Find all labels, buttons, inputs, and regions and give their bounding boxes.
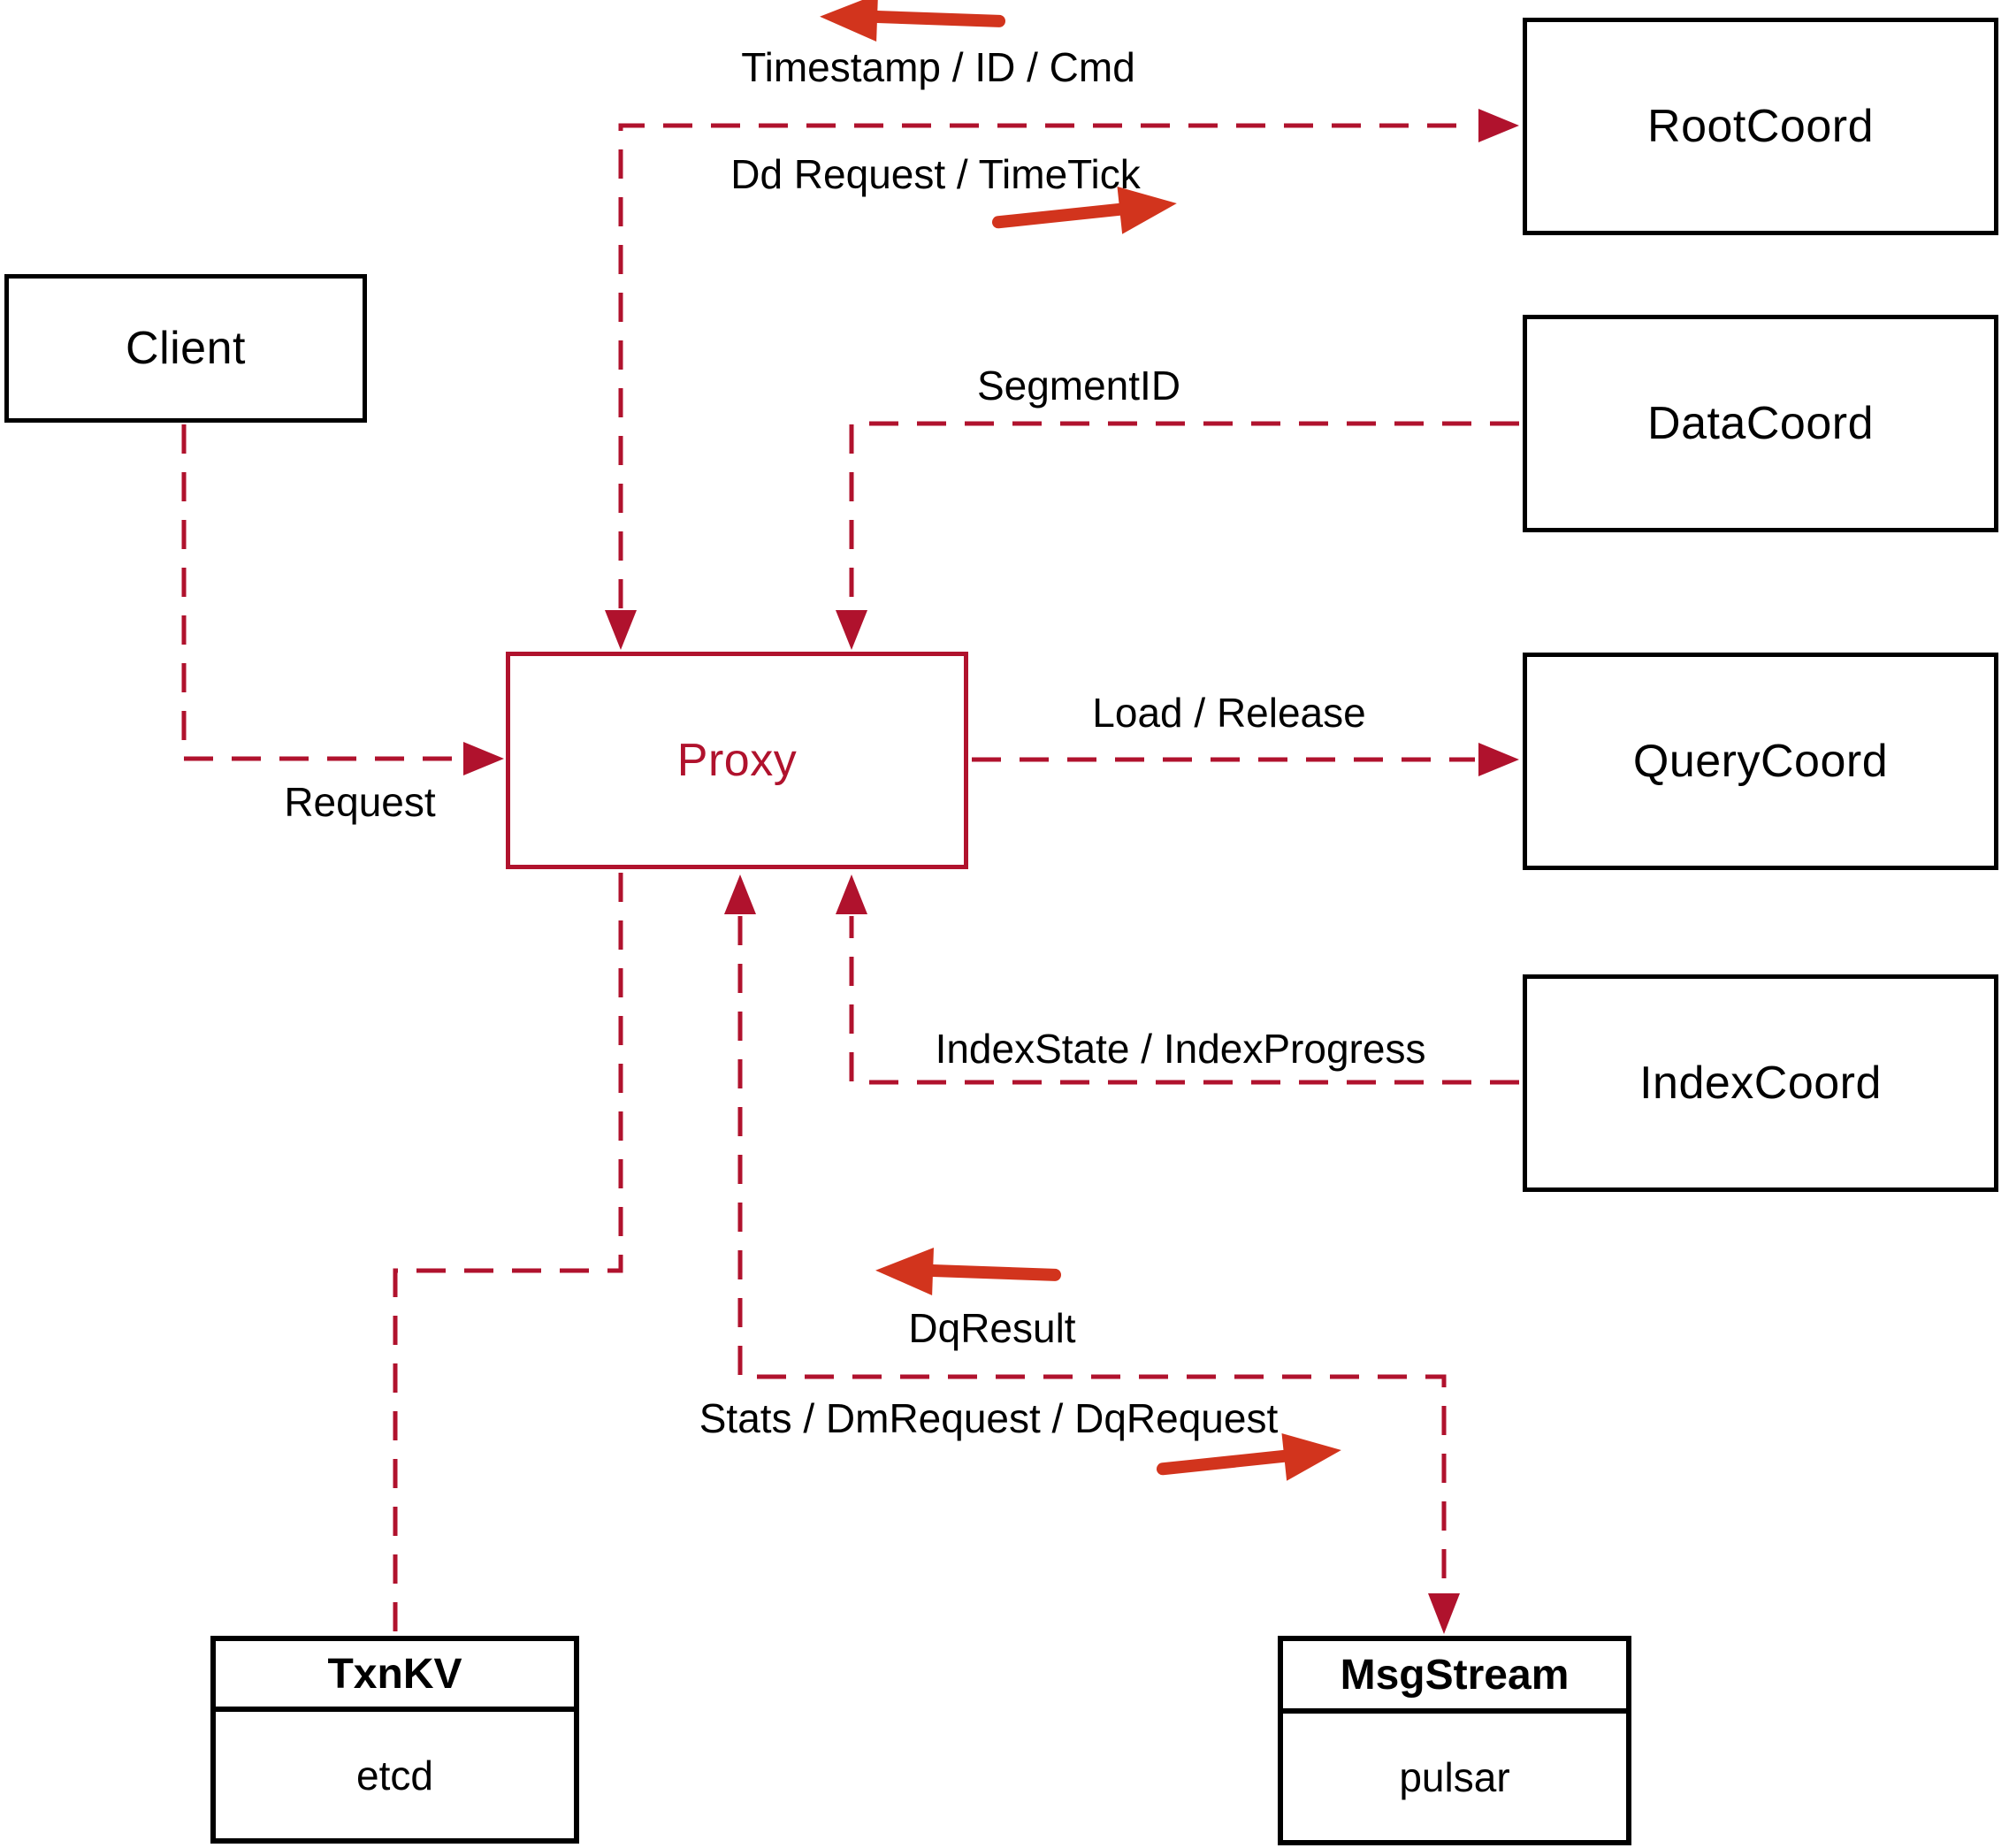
edge-proxy-txnkv	[393, 873, 623, 1634]
arrow-left-icon	[875, 1248, 1062, 1295]
node-msgstream-subtitle: pulsar	[1399, 1753, 1510, 1800]
arrowhead-stats-into-msgstream	[1428, 1593, 1460, 1634]
arrowhead-dqresult-into-proxy	[724, 874, 756, 914]
node-proxy-label: Proxy	[676, 735, 798, 786]
edge-label-stats-dmrequest-dqrequest: Stats / DmRequest / DqRequest	[699, 1395, 1279, 1441]
edge-datacoord-proxy	[849, 421, 1519, 608]
node-rootcoord-label: RootCoord	[1647, 101, 1874, 152]
edge-client-proxy	[181, 424, 462, 761]
arrow-right-icon	[1156, 1432, 1341, 1481]
node-client: Client	[4, 274, 367, 423]
arrowhead-ddrequest-into-rootcoord	[1478, 109, 1519, 142]
edge-label-request: Request	[284, 779, 436, 825]
node-msgstream: MsgStream pulsar	[1278, 1636, 1631, 1845]
edge-label-dd-request-timetick: Dd Request / TimeTick	[730, 151, 1141, 197]
edge-label-dqresult: DqResult	[908, 1305, 1076, 1351]
node-msgstream-title: MsgStream	[1283, 1641, 1626, 1714]
arrowhead-timestamp-into-proxy	[605, 610, 637, 650]
node-indexcoord-label: IndexCoord	[1639, 1058, 1882, 1109]
node-txnkv-subtitle: etcd	[356, 1752, 433, 1798]
edge-indexcoord-proxy	[849, 916, 1519, 1085]
node-proxy: Proxy	[506, 652, 968, 869]
node-querycoord-label: QueryCoord	[1632, 736, 1889, 787]
edge-proxy-msgstream	[737, 916, 1447, 1592]
node-datacoord-label: DataCoord	[1647, 398, 1874, 449]
node-txnkv-title: TxnKV	[216, 1641, 574, 1712]
edge-label-indexstate-indexprogress: IndexState / IndexProgress	[935, 1026, 1426, 1072]
node-client-label: Client	[126, 323, 246, 374]
node-rootcoord: RootCoord	[1523, 18, 1998, 235]
node-datacoord: DataCoord	[1523, 315, 1998, 532]
edge-label-timestamp-id-cmd: Timestamp / ID / Cmd	[741, 44, 1135, 90]
arrowhead-indexstate-into-proxy	[836, 874, 867, 914]
arrowhead-request-into-proxy	[463, 742, 504, 775]
edge-proxy-rootcoord	[618, 123, 1475, 608]
node-indexcoord: IndexCoord	[1523, 974, 1998, 1192]
node-querycoord: QueryCoord	[1523, 653, 1998, 870]
arrow-left-icon	[820, 0, 1006, 42]
node-txnkv: TxnKV etcd	[210, 1636, 579, 1844]
arrowhead-load-into-querycoord	[1478, 743, 1519, 776]
arrowhead-segmentid-into-proxy	[836, 610, 867, 650]
edge-label-segmentid: SegmentID	[976, 363, 1181, 409]
arrow-right-icon	[991, 186, 1177, 234]
edge-label-load-release: Load / Release	[1092, 690, 1366, 736]
